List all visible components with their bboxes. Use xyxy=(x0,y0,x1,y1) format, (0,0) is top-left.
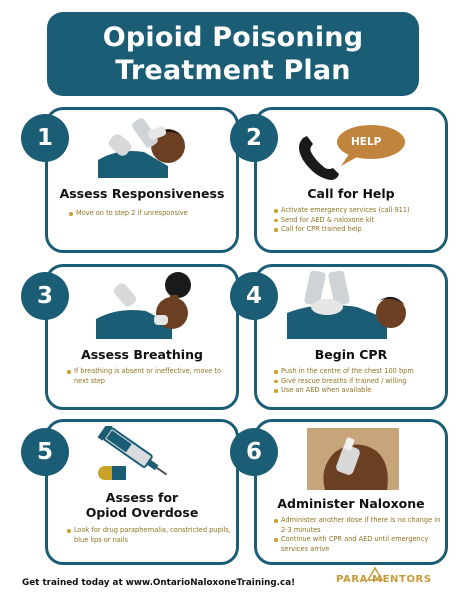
nasal-spray-icon xyxy=(305,428,401,494)
step-bullet: Use an AED when available xyxy=(273,386,445,396)
step-bullet: Move on to step 2 if unresponsive xyxy=(68,209,234,219)
step-card-5: Assess for Opiod Overdose Look for drug … xyxy=(45,419,239,565)
step-bullet: Administer another dose if there is no c… xyxy=(273,516,445,535)
step-bullet: If breathing is absent or ineffective, m… xyxy=(66,367,236,386)
title-banner: Opioid Poisoning Treatment Plan xyxy=(47,12,419,96)
step-title-3: Assess Breathing xyxy=(52,347,232,362)
brand-logo-icon xyxy=(367,567,383,581)
step-bullets-2: Activate emergency services (call 911) S… xyxy=(273,206,445,235)
speech-bubble-text: HELP xyxy=(351,136,382,148)
step-bullets-3: If breathing is absent or ineffective, m… xyxy=(66,367,236,386)
step-bullets-6: Administer another dose if there is no c… xyxy=(273,516,445,554)
brand-name: PARA MENTORS xyxy=(336,574,432,585)
step-badge-1: 1 xyxy=(21,114,69,162)
step-badge-2: 2 xyxy=(230,114,278,162)
step-title-5-line-2: Opiod Overdose xyxy=(85,505,199,520)
step-title-1-line: Assess Responsiveness xyxy=(59,186,225,201)
step-bullets-4: Push in the centre of the chest 100 bpm … xyxy=(273,367,445,396)
syringe-pill-icon xyxy=(96,422,176,490)
step-title-4: Begin CPR xyxy=(261,347,441,362)
footer-training-link[interactable]: Get trained today at www.OntarioNaloxone… xyxy=(22,578,296,588)
step-title-6: Administer Naloxone xyxy=(261,496,441,511)
cpr-hands-icon xyxy=(287,270,427,343)
step-title-5-line-1: Assess for xyxy=(105,490,179,505)
step-bullet: Continue with CPR and AED until emergenc… xyxy=(273,535,445,554)
step-bullet: Send for AED & naloxone kit xyxy=(273,216,445,226)
step-card-1: Assess Responsiveness Move on to step 2 … xyxy=(45,107,239,253)
step-badge-6: 6 xyxy=(230,428,278,476)
step-title-5: Assess for Opiod Overdose xyxy=(52,490,232,520)
step-title-3-line: Assess Breathing xyxy=(81,347,203,362)
step-badge-3: 3 xyxy=(21,272,69,320)
step-card-2: HELP Call for Help Activate emergency se… xyxy=(254,107,448,253)
step-bullet: Activate emergency services (call 911) xyxy=(273,206,445,216)
step-card-6: Administer Naloxone Administer another d… xyxy=(254,419,448,565)
step-bullet: Push in the centre of the chest 100 bpm xyxy=(273,367,445,377)
step-bullets-1: Move on to step 2 if unresponsive xyxy=(68,209,234,219)
step-card-3: Assess Breathing If breathing is absent … xyxy=(45,264,239,410)
phone-icon xyxy=(293,124,413,188)
step-title-2: Call for Help xyxy=(261,186,441,201)
title-line-1: Opioid Poisoning xyxy=(102,22,364,53)
step-card-4: Begin CPR Push in the centre of the ches… xyxy=(254,264,448,410)
step-bullets-5: Look for drug paraphernalia, constricted… xyxy=(66,526,236,545)
step-bullet: Give rescue breaths if trained / willing xyxy=(273,377,445,387)
step-bullet: Call for CPR trained help xyxy=(273,225,445,235)
step-title-1: Assess Responsiveness xyxy=(52,186,232,201)
step-bullet: Look for drug paraphernalia, constricted… xyxy=(66,526,236,545)
step-badge-4: 4 xyxy=(230,272,278,320)
step-title-4-line: Begin CPR xyxy=(314,347,388,362)
step-title-2-line: Call for Help xyxy=(307,186,395,201)
title-line-2: Treatment Plan xyxy=(115,55,351,86)
breathing-check-icon xyxy=(96,271,212,343)
patient-shoulder-tap-icon xyxy=(98,116,208,182)
step-title-6-line: Administer Naloxone xyxy=(277,496,425,511)
step-badge-5: 5 xyxy=(21,428,69,476)
